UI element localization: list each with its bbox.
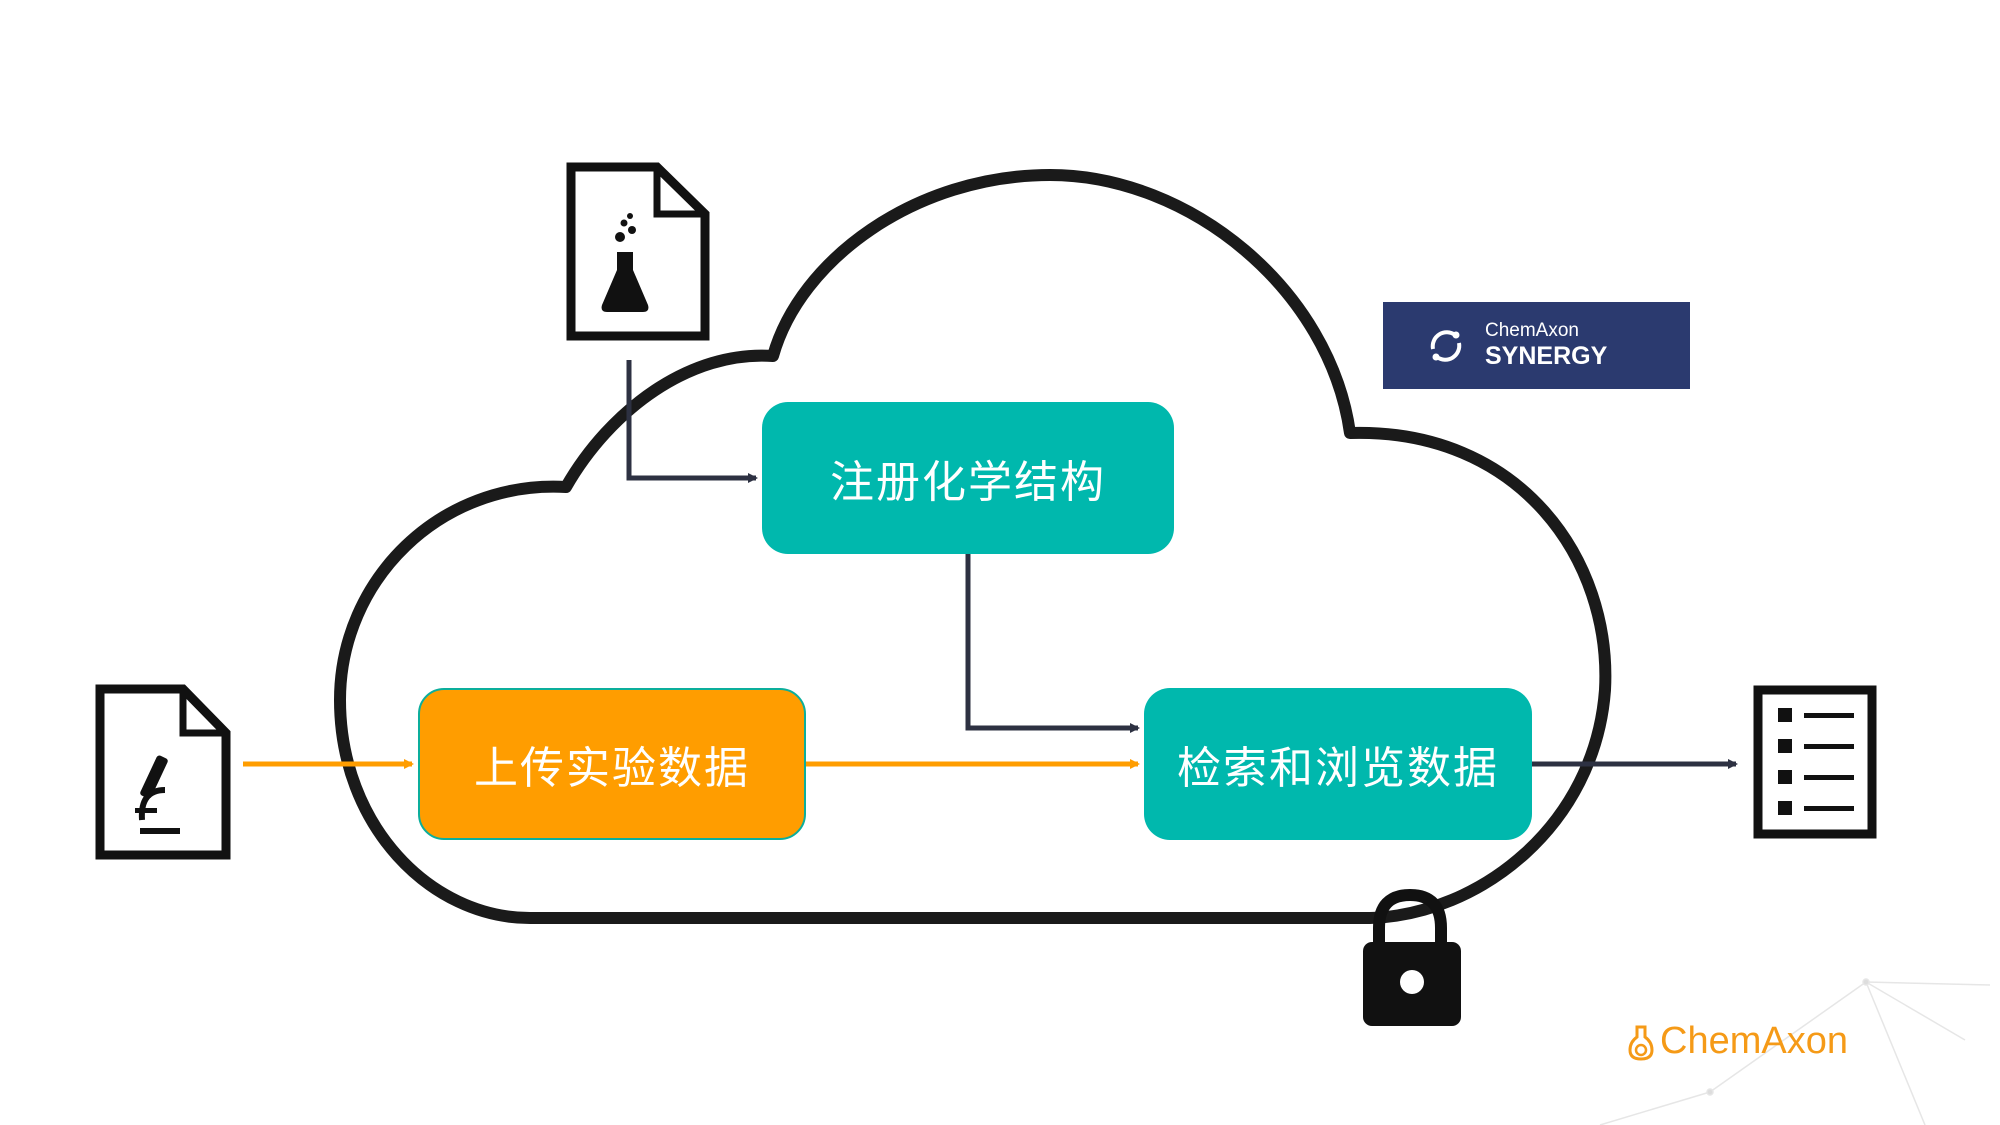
arrow-flask-to-register [626, 360, 758, 483]
chemaxon-logo-text: ChemAxon [1660, 1019, 1848, 1062]
chemaxon-logo: ChemAxon [1628, 1016, 1848, 1066]
synergy-wordmark: ChemAxon SYNERGY [1485, 319, 1608, 371]
refresh-icon [1430, 329, 1462, 362]
flask-document-icon [566, 162, 710, 341]
padlock-icon [1363, 888, 1461, 1026]
microscope-document-icon [95, 684, 231, 860]
synergy-company: ChemAxon [1485, 319, 1579, 341]
register-structures-label: 注册化学结构 [830, 457, 1106, 508]
register-structures-node: 注册化学结构 [762, 402, 1174, 554]
checklist-icon [1753, 685, 1877, 839]
search-browse-label: 检索和浏览数据 [1177, 743, 1499, 794]
network-decoration [1599, 978, 1991, 1125]
cloud-outline-icon [334, 169, 1612, 924]
synergy-badge: ChemAxon SYNERGY [1383, 302, 1690, 389]
upload-data-label: 上传实验数据 [474, 743, 750, 794]
search-browse-node: 检索和浏览数据 [1144, 688, 1532, 840]
arrow-register-to-search [965, 554, 1140, 733]
upload-data-node: 上传实验数据 [418, 688, 806, 840]
synergy-product: SYNERGY [1485, 341, 1608, 370]
chemaxon-flask-icon [1628, 1025, 1654, 1061]
